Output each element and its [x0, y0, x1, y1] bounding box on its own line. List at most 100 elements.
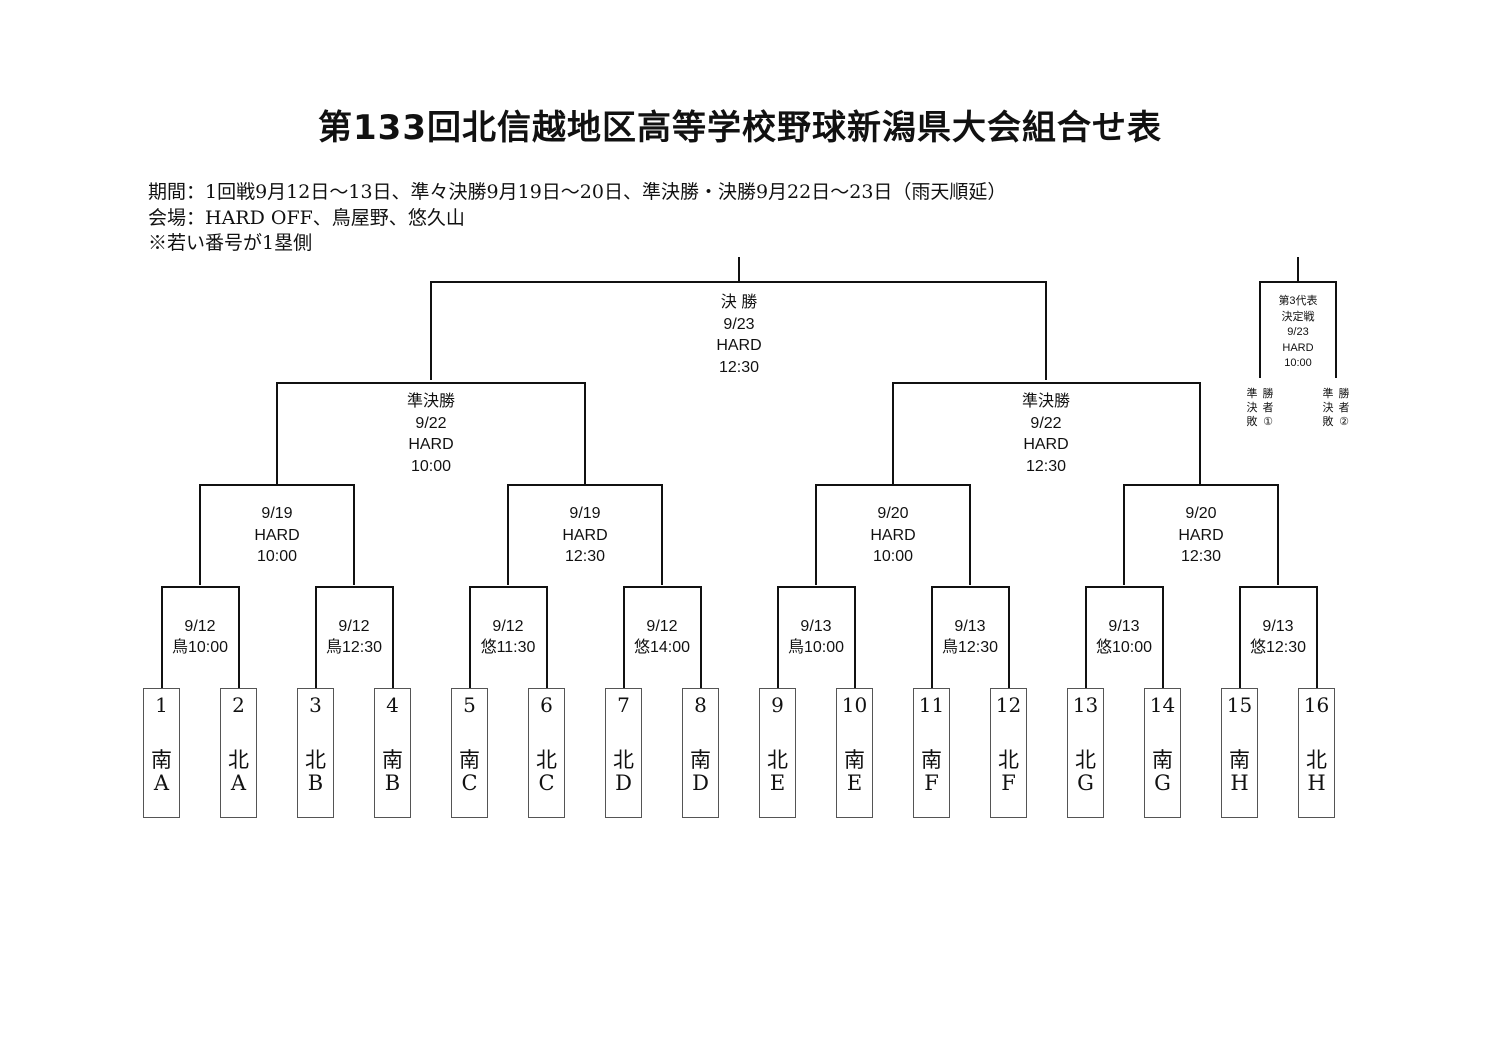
- venue-text: 会場：HARD OFF、鳥屋野、悠久山: [148, 207, 465, 229]
- team-region: 北: [613, 748, 634, 772]
- quarter-time: 12:30: [564, 548, 606, 565]
- round1-connector-6: [931, 586, 1010, 688]
- team-rank: C: [538, 771, 555, 795]
- semi-connector-left: [276, 382, 586, 484]
- quarter-venue: HARD: [254, 526, 300, 544]
- team-slot-9: 9 北 E: [759, 688, 796, 818]
- team-region: 北: [228, 748, 249, 772]
- team-region: 北: [536, 748, 557, 772]
- vertical-char: 決: [1322, 402, 1334, 414]
- team-rank: A: [153, 771, 170, 795]
- team-region: 南: [459, 748, 480, 772]
- third-place-date: 9/23: [1287, 326, 1309, 338]
- page-title: 第133回北信越地区高等学校野球新潟県大会組合せ表: [318, 108, 1162, 148]
- final-round-name: 決 勝: [720, 294, 758, 311]
- round1-label-5: 9/13 鳥10:00: [776, 616, 856, 658]
- team-region: 北: [767, 748, 788, 772]
- round1-connector-7: [1085, 586, 1164, 688]
- team-rank: B: [307, 771, 324, 795]
- team-region: 北: [305, 748, 326, 772]
- quarter-label-2: 9/19 HARD 12:30: [535, 503, 635, 568]
- team-region: 南: [1152, 748, 1173, 772]
- team-rank: G: [1077, 771, 1094, 795]
- team-slot-2: 2 北 A: [220, 688, 257, 818]
- team-slot-7: 7 北 D: [605, 688, 642, 818]
- team-region: 南: [844, 748, 865, 772]
- round1-date: 9/12: [338, 618, 370, 635]
- team-number: 13: [1072, 693, 1099, 717]
- semi-date: 9/22: [415, 414, 447, 432]
- team-rank: D: [615, 771, 632, 795]
- round1-date: 9/13: [800, 618, 832, 635]
- vertical-char: 勝: [1338, 388, 1350, 400]
- team-region: 北: [998, 748, 1019, 772]
- final-date: 9/23: [723, 315, 755, 333]
- quarter-date: 9/20: [877, 505, 909, 522]
- team-region: 北: [1306, 748, 1327, 772]
- team-slot-14: 14 南 G: [1144, 688, 1181, 818]
- quarter-date: 9/20: [1185, 505, 1217, 522]
- semi-venue: HARD: [408, 436, 454, 453]
- quarter-label-3: 9/20 HARD 10:00: [843, 503, 943, 568]
- team-rank: F: [1001, 771, 1016, 795]
- round1-date: 9/13: [954, 618, 986, 635]
- quarter-connector-1: [199, 484, 355, 585]
- team-region: 南: [151, 748, 172, 772]
- team-slot-16: 16 北 H: [1298, 688, 1335, 818]
- team-rank: F: [924, 771, 939, 795]
- round1-venue-time: 鳥12:30: [325, 639, 383, 656]
- team-slot-6: 6 北 C: [528, 688, 565, 818]
- note-text: ※若い番号が1塁側: [148, 232, 313, 254]
- third-place-left-col1: 準決敗: [1246, 387, 1258, 429]
- quarter-time: 10:00: [256, 548, 298, 565]
- vertical-char: 準: [1246, 388, 1258, 400]
- round1-venue-time: 悠12:30: [1249, 639, 1307, 656]
- vertical-char: 者: [1338, 402, 1350, 414]
- team-number: 7: [617, 693, 630, 717]
- team-rank: H: [1307, 771, 1326, 795]
- vertical-char: 準: [1322, 388, 1334, 400]
- round1-date: 9/12: [492, 618, 524, 635]
- period-text: 期間：1回戦9月12日～13日、準々決勝9月19日～20日、準決勝・決勝9月22…: [148, 181, 1007, 203]
- team-number: 4: [386, 693, 399, 717]
- team-slot-1: 1 南 A: [143, 688, 180, 818]
- team-rank: H: [1230, 771, 1249, 795]
- team-number: 1: [155, 693, 168, 717]
- team-number: 14: [1149, 693, 1176, 717]
- quarter-label-4: 9/20 HARD 12:30: [1151, 503, 1251, 568]
- team-number: 5: [463, 693, 476, 717]
- team-slot-8: 8 南 D: [682, 688, 719, 818]
- team-number: 16: [1303, 693, 1330, 717]
- team-slot-10: 10 南 E: [836, 688, 873, 818]
- round1-venue-time: 悠11:30: [480, 639, 536, 656]
- team-region: 南: [1229, 748, 1250, 772]
- final-venue: HARD: [716, 337, 762, 354]
- round1-venue-time: 鳥10:00: [171, 639, 229, 656]
- round1-connector-5: [777, 586, 856, 688]
- round1-date: 9/12: [646, 618, 678, 635]
- quarter-label-1: 9/19 HARD 10:00: [227, 503, 327, 568]
- round1-connector-1: [161, 586, 240, 688]
- round1-label-7: 9/13 悠10:00: [1084, 616, 1164, 658]
- vertical-char: 者: [1262, 402, 1274, 414]
- team-number: 6: [540, 693, 553, 717]
- semi-round-name: 準決勝: [1021, 393, 1070, 410]
- third-place-venue: HARD: [1282, 341, 1314, 354]
- quarter-date: 9/19: [569, 505, 601, 522]
- round1-date: 9/13: [1262, 618, 1294, 635]
- third-place-title: 第3代表: [1278, 295, 1318, 307]
- third-place-time: 10:00: [1284, 357, 1312, 369]
- team-region: 南: [382, 748, 403, 772]
- round1-connector-8: [1239, 586, 1318, 688]
- quarter-connector-3: [815, 484, 971, 585]
- team-region: 南: [690, 748, 711, 772]
- final-time: 12:30: [718, 358, 760, 376]
- team-slot-3: 3 北 B: [297, 688, 334, 818]
- team-number: 9: [771, 693, 784, 717]
- team-rank: E: [846, 771, 863, 795]
- quarter-venue: HARD: [870, 526, 916, 544]
- third-place-subtitle: 決定戦: [1281, 310, 1315, 323]
- semi-label-1: 準決勝 9/22 HARD 10:00: [381, 391, 481, 477]
- round1-venue-time: 鳥10:00: [787, 639, 845, 656]
